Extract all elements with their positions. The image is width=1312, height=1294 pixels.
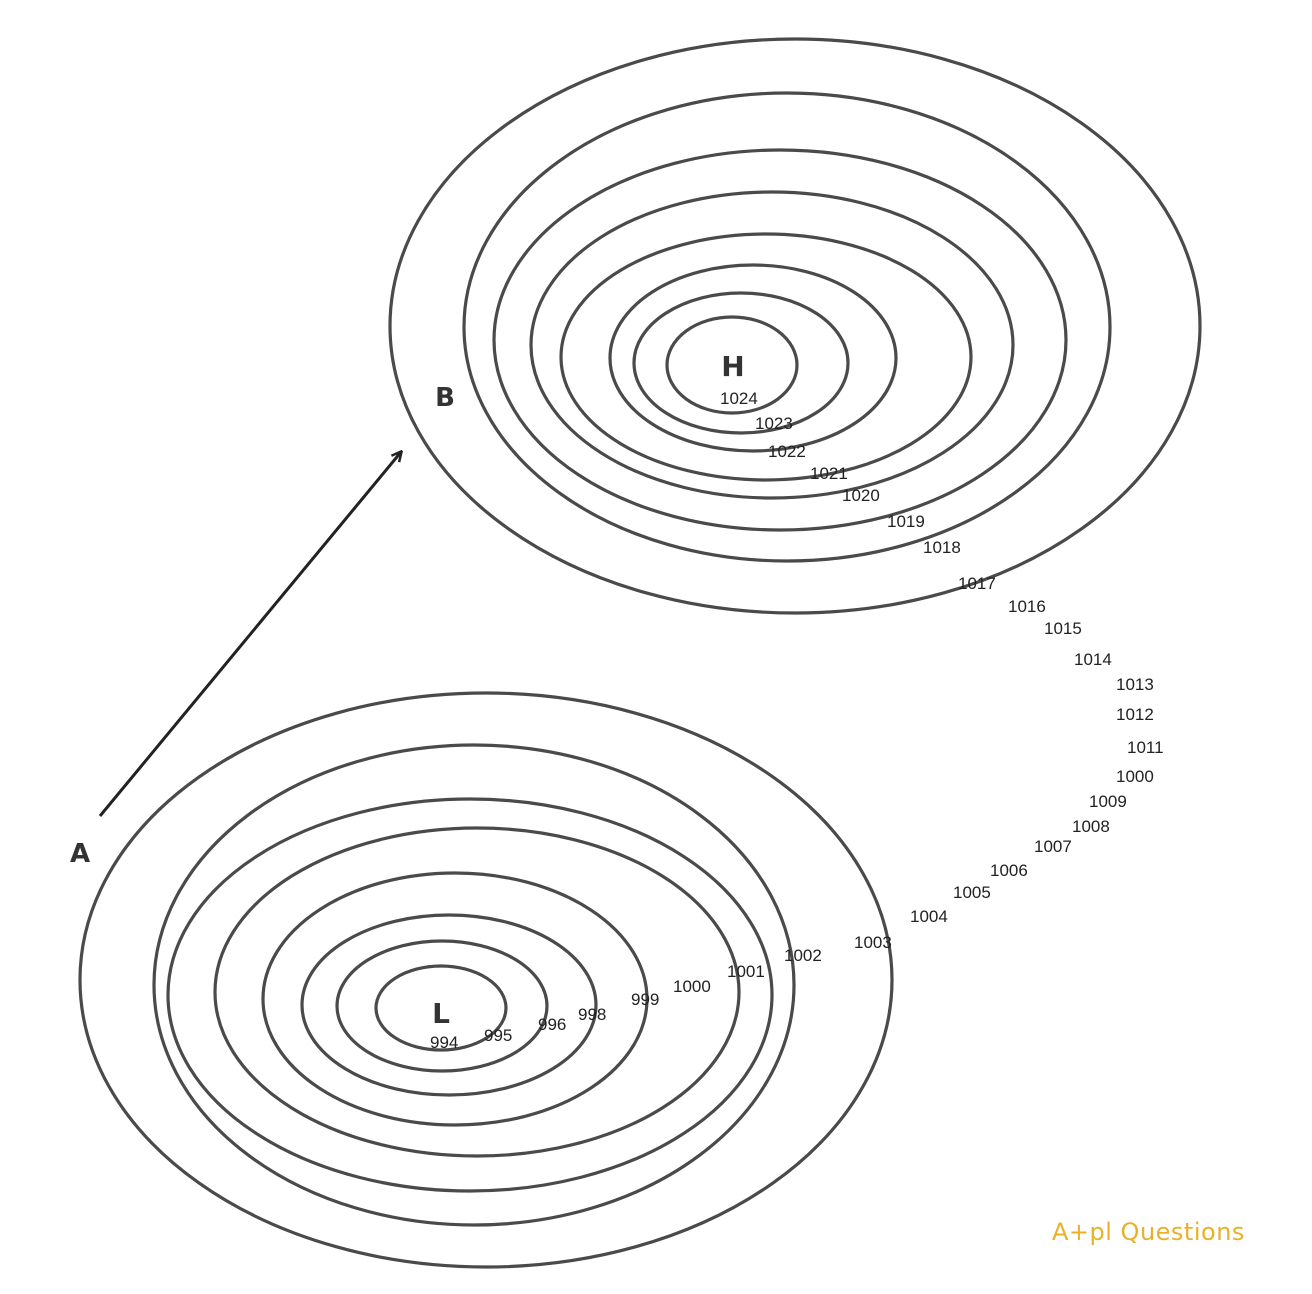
isobar-ring: [335, 939, 549, 1073]
isobar-label: 1001: [727, 962, 765, 981]
gradient-labels: 1017 1016 1015 1014 1013 1012 1011 1000 …: [910, 574, 1164, 926]
isobar-label: 1006: [990, 861, 1028, 880]
high-isobar-labels: 1024 1023 1022 1021 1020 1019 1018: [720, 389, 961, 557]
isobar-ring: [559, 232, 973, 482]
route-arrow: [98, 452, 401, 817]
isobar-label: 1013: [1116, 675, 1154, 694]
isobar-label: 1019: [887, 512, 925, 531]
isobar-ring: [388, 37, 1202, 615]
isobar-label: 1017: [958, 574, 996, 593]
isobar-label: 1004: [910, 907, 948, 926]
high-pressure-isobars: [388, 37, 1202, 615]
isobar-ring: [78, 691, 894, 1269]
isobar-label: 1005: [953, 883, 991, 902]
isobar-label: 999: [631, 990, 659, 1009]
isobar-ring: [166, 797, 774, 1193]
isobar-label: 1021: [810, 464, 848, 483]
isobar-ring: [529, 190, 1015, 500]
isobar-ring: [632, 291, 850, 435]
isobar-ring: [462, 91, 1112, 563]
low-pressure-isobars: [78, 691, 894, 1269]
isobar-label: 1014: [1074, 650, 1112, 669]
isobar-label: 1015: [1044, 619, 1082, 638]
isobar-ring: [492, 148, 1068, 532]
low-pressure-symbol: L: [432, 997, 450, 1030]
isobar-label: 1009: [1089, 792, 1127, 811]
isobar-ring: [300, 913, 598, 1097]
brand-watermark: A+pl Questions: [1052, 1218, 1245, 1246]
isobar-label: 998: [578, 1005, 606, 1024]
isobar-label: 1011: [1127, 738, 1164, 757]
isobar-ring: [374, 964, 508, 1052]
isobar-label: 996: [538, 1015, 566, 1034]
isobar-ring: [608, 263, 898, 453]
isobar-label: 995: [484, 1026, 512, 1045]
isobar-label: 1008: [1072, 817, 1110, 836]
isobar-label: 1000: [1116, 767, 1154, 786]
low-isobar-labels: 994 995 996 998 999 1000 1001 1002 1003: [430, 933, 892, 1052]
point-a-label: A: [70, 839, 90, 869]
isobar-label: 1022: [768, 442, 806, 461]
isobar-label: 1016: [1008, 597, 1046, 616]
isobar-label: 1018: [923, 538, 961, 557]
isobar-ring: [152, 743, 796, 1227]
point-b-label: B: [435, 383, 455, 413]
isobar-label: 1003: [854, 933, 892, 952]
isobar-label: 1007: [1034, 837, 1072, 856]
isobar-ring: [261, 871, 649, 1127]
isobar-ring: [665, 315, 799, 415]
isobar-ring: [213, 826, 741, 1158]
isobar-label: 1012: [1116, 705, 1154, 724]
high-pressure-symbol: H: [721, 350, 744, 383]
isobar-label: 1023: [755, 414, 793, 433]
isobar-label: 994: [430, 1033, 458, 1052]
isobar-label: 1020: [842, 486, 880, 505]
isobar-label: 1002: [784, 946, 822, 965]
isobar-label: 1000: [673, 977, 711, 996]
isobar-label: 1024: [720, 389, 758, 408]
